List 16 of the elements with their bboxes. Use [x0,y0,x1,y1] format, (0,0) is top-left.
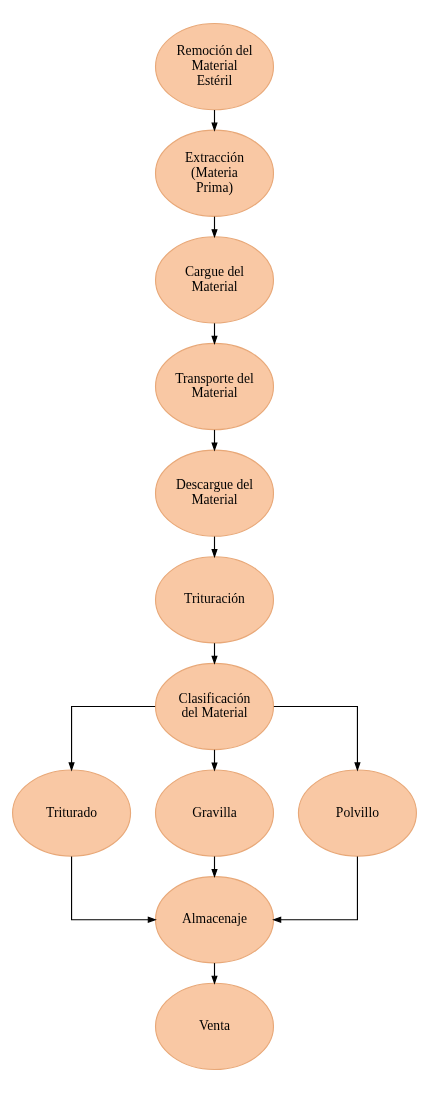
node-ellipse: Clasificación del Material [154,662,275,751]
node-ellipse: Trituración [154,556,275,644]
node-ellipse: Descargue del Material [154,449,275,537]
arrow [273,705,361,772]
arrow [71,855,157,923]
node-ellipse: Remoción del Material Estéril [154,22,275,111]
node-ellipse: Gravilla [154,769,275,857]
node-ellipse: Cargue del Material [154,236,275,324]
arrow [68,705,156,772]
node-ellipse: Triturado [12,769,132,857]
arrow [272,855,358,923]
node-ellipse: Transporte del Material [154,342,275,431]
node-ellipse: Almacenaje [154,876,275,964]
node-ellipse: Extracción (Materia Prima) [154,129,275,217]
node-ellipse: Polvillo [297,769,417,857]
node-ellipse: Venta [154,982,275,1071]
